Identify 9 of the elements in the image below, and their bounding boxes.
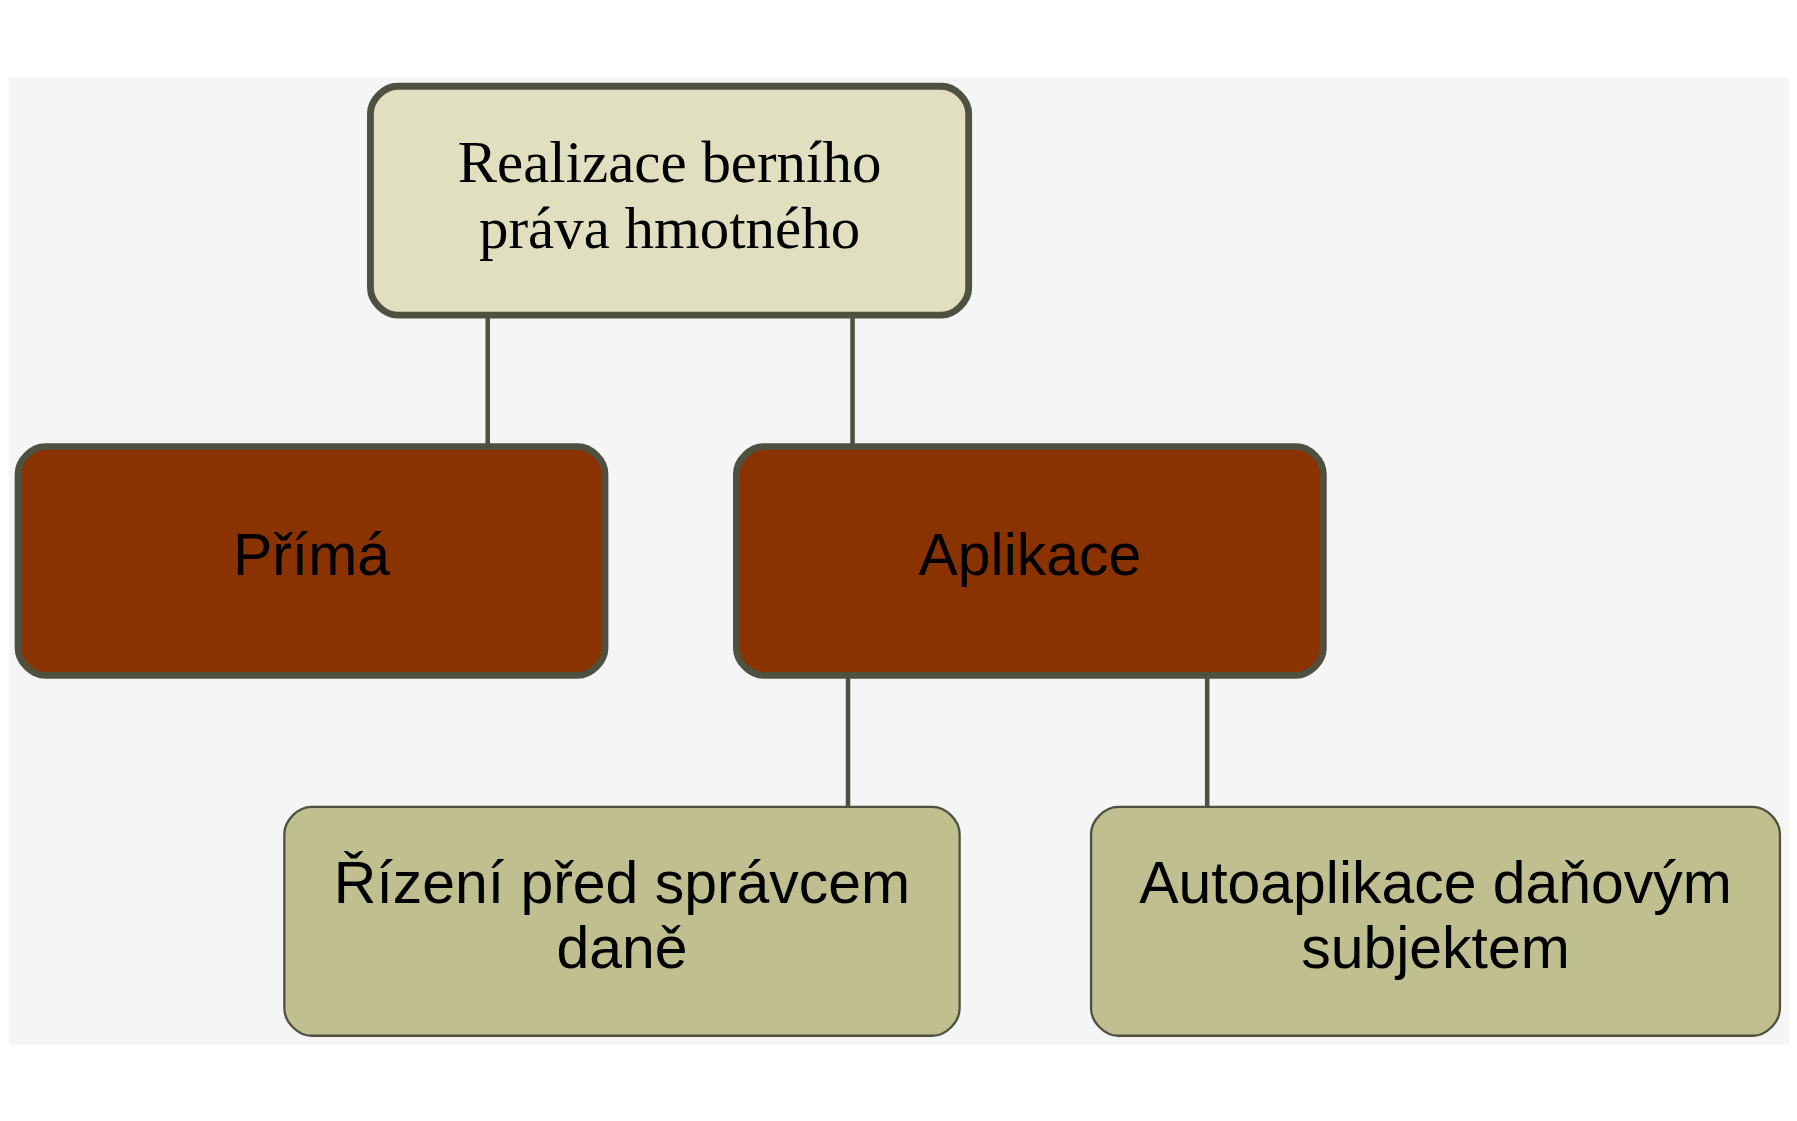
node-box: Realizace berního práva hmotného: [366, 82, 972, 319]
connector: [484, 315, 490, 446]
connector: [849, 315, 855, 446]
node-box: Přímá: [14, 442, 608, 679]
node-box: Aplikace: [732, 442, 1327, 679]
connector: [845, 675, 850, 807]
node-box: Řízení před správcem daně: [282, 805, 961, 1037]
connector: [1204, 675, 1209, 807]
node-box: Autoaplikace daňovým subjektem: [1089, 805, 1781, 1037]
